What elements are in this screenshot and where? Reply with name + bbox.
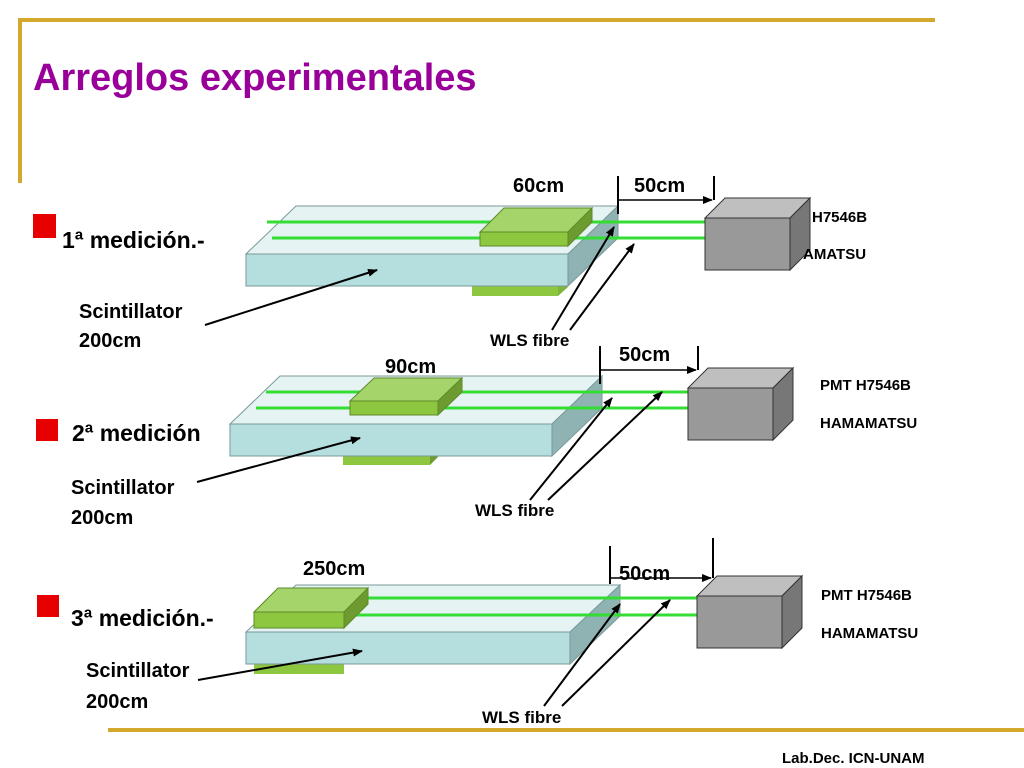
scintillator-length-label: 200cm bbox=[71, 507, 133, 529]
top-pad-front bbox=[479, 231, 569, 247]
wls-pointer bbox=[569, 243, 635, 331]
wls-fibre-label: WLS fibre bbox=[482, 708, 561, 727]
top-pad-side bbox=[567, 206, 593, 248]
bottom-pad-front bbox=[472, 286, 558, 296]
measurement-2: 2ª medición PMT H7546B HAMAMATSU 90cm 50… bbox=[36, 344, 917, 529]
measurement-1: 1ª medición.- H7546B AMATSU 60cm 50cm Sc… bbox=[33, 175, 867, 352]
pmt-side bbox=[789, 196, 811, 272]
wls-pointer bbox=[547, 391, 663, 501]
bullet-square bbox=[33, 214, 56, 238]
pmt-side bbox=[772, 366, 794, 442]
gap-distance-label: 50cm bbox=[619, 344, 670, 366]
scintillator-front bbox=[245, 631, 571, 665]
bottom-pad-front bbox=[343, 456, 430, 465]
wls-pointer bbox=[529, 397, 613, 501]
measurement-3: 3ª medición.- PMT H7546B HAMAMATSU 250cm… bbox=[37, 538, 918, 727]
pmt-label-model: H7546B bbox=[812, 209, 867, 226]
wls-fibre-label: WLS fibre bbox=[475, 501, 554, 520]
wls-pointer bbox=[551, 226, 615, 331]
pmt-label-model: PMT H7546B bbox=[820, 377, 911, 394]
scintillator-pointer bbox=[196, 436, 361, 483]
gap-distance-label: 50cm bbox=[634, 175, 685, 197]
scintillator-pointer bbox=[204, 268, 378, 326]
measurement-label: 3ª medición.- bbox=[71, 605, 214, 631]
pmt-label-maker: AMATSU bbox=[803, 246, 866, 263]
scintillator-label: Scintillator bbox=[71, 477, 175, 499]
scintillator-pointer bbox=[197, 648, 363, 681]
pmt-label-maker: HAMAMATSU bbox=[820, 415, 917, 432]
pmt-label-maker: HAMAMATSU bbox=[821, 625, 918, 642]
scintillator-length-label: 200cm bbox=[79, 330, 141, 352]
wls-fibre-label: WLS fibre bbox=[490, 331, 569, 350]
measurement-label: 2ª medición bbox=[72, 420, 201, 446]
wls-pointer bbox=[543, 603, 621, 707]
scintillator-front bbox=[229, 423, 553, 457]
scintillator-label: Scintillator bbox=[79, 301, 183, 323]
bottom-pad-front bbox=[254, 664, 344, 674]
bullet-square bbox=[37, 595, 59, 617]
scintillator-length-label: 200cm bbox=[86, 691, 148, 713]
slide-title: Arreglos experimentales bbox=[33, 57, 477, 99]
pad-distance-label: 250cm bbox=[303, 558, 365, 580]
gap-distance-label: 50cm bbox=[619, 563, 670, 585]
pmt-side bbox=[781, 574, 803, 650]
bullet-square bbox=[36, 419, 58, 441]
pad-distance-label: 90cm bbox=[385, 356, 436, 378]
pmt-label-model: PMT H7546B bbox=[821, 587, 912, 604]
top-pad-side bbox=[437, 376, 463, 417]
wls-pointer bbox=[561, 599, 671, 707]
footer-credit: Lab.Dec. ICN-UNAM bbox=[782, 750, 925, 767]
pmt-front bbox=[687, 387, 774, 441]
measurement-label: 1ª medición.- bbox=[62, 227, 205, 253]
top-pad-side bbox=[343, 586, 369, 630]
top-pad-front bbox=[349, 400, 439, 416]
scintillator-front bbox=[245, 253, 569, 287]
pad-distance-label: 60cm bbox=[513, 175, 564, 197]
pmt-front bbox=[704, 217, 791, 271]
top-pad-front bbox=[253, 611, 345, 629]
pmt-front bbox=[696, 595, 783, 649]
scintillator-label: Scintillator bbox=[86, 660, 190, 682]
